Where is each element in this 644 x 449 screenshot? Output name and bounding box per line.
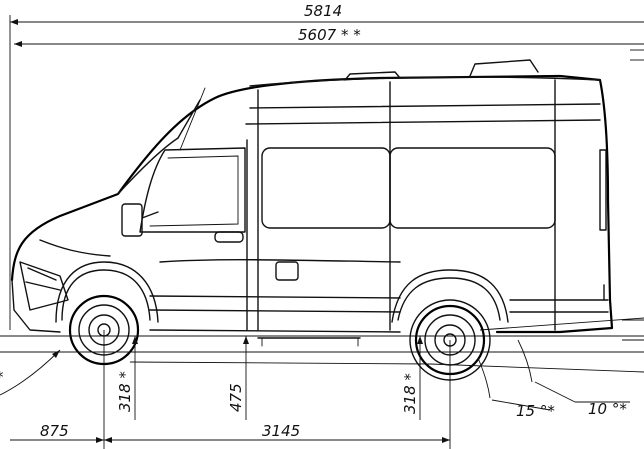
angle-indicators: 15 °* 10 °* <box>477 339 630 420</box>
departure-angle-label: 10 °* <box>588 400 627 418</box>
ground-clearance-middle: 475 <box>227 336 249 420</box>
ground-clearance-rear-label: 318 * <box>401 373 419 414</box>
ground-clearance-middle-label: 475 <box>227 383 245 412</box>
front-overhang-label: 875 <box>40 422 69 440</box>
van-body <box>10 59 614 347</box>
svg-text:*: * <box>0 368 4 386</box>
right-edge-marks <box>622 49 644 341</box>
ground-clearance-front-label: 318 * <box>116 371 134 412</box>
ground-clearance-rear: 318 * <box>401 336 423 420</box>
overall-length-alt-label: 5607 * * <box>298 26 361 44</box>
departure-angle-alt-label: 15 °* <box>516 402 555 420</box>
overall-length-dimension: 5814 <box>9 2 644 330</box>
wheel-arches <box>55 261 509 323</box>
wheelbase-label: 3145 <box>262 422 300 440</box>
ground-clearance-front: 318 * <box>116 336 138 420</box>
approach-angle-leader: * <box>0 349 61 396</box>
front-overhang-dimension: 875 <box>10 330 105 449</box>
overall-length-alt-dimension: 5607 * * <box>14 26 644 47</box>
overall-length-label: 5814 <box>304 2 342 20</box>
wheelbase-dimension: 3145 <box>104 340 451 449</box>
ground-reference-lines <box>0 317 644 373</box>
